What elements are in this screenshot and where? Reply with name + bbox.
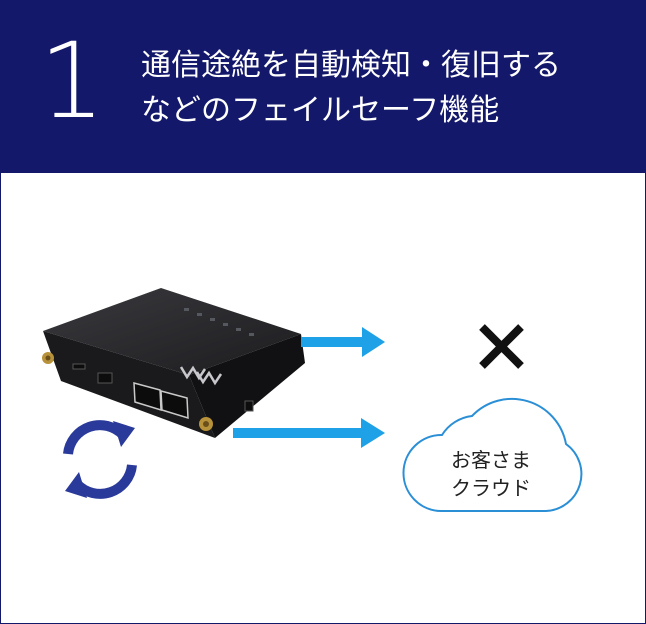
sync-icon: [63, 420, 137, 499]
arrow-right-icon: [233, 418, 385, 448]
cloud-icon: [402, 397, 583, 512]
title-line-2: などのフェイルセーフ機能: [141, 93, 500, 128]
brand-logo: [179, 365, 223, 386]
illustration: [42, 288, 583, 512]
antenna-connector: [42, 352, 213, 431]
cloud-label-line-2: クラウド: [451, 476, 531, 500]
cross-icon: [479, 324, 524, 369]
cloud-label-line-1: お客さま: [451, 448, 531, 472]
title-line-1: 通信途絶を自動検知・復旧する: [141, 48, 561, 83]
header-banner: 1 通信途絶を自動検知・復旧する などのフェイルセーフ機能: [1, 1, 645, 173]
step-number: 1: [39, 20, 106, 142]
arrow-right-icon: [301, 327, 385, 357]
router-device: [42, 288, 305, 438]
ethernet-ports: [133, 382, 189, 420]
